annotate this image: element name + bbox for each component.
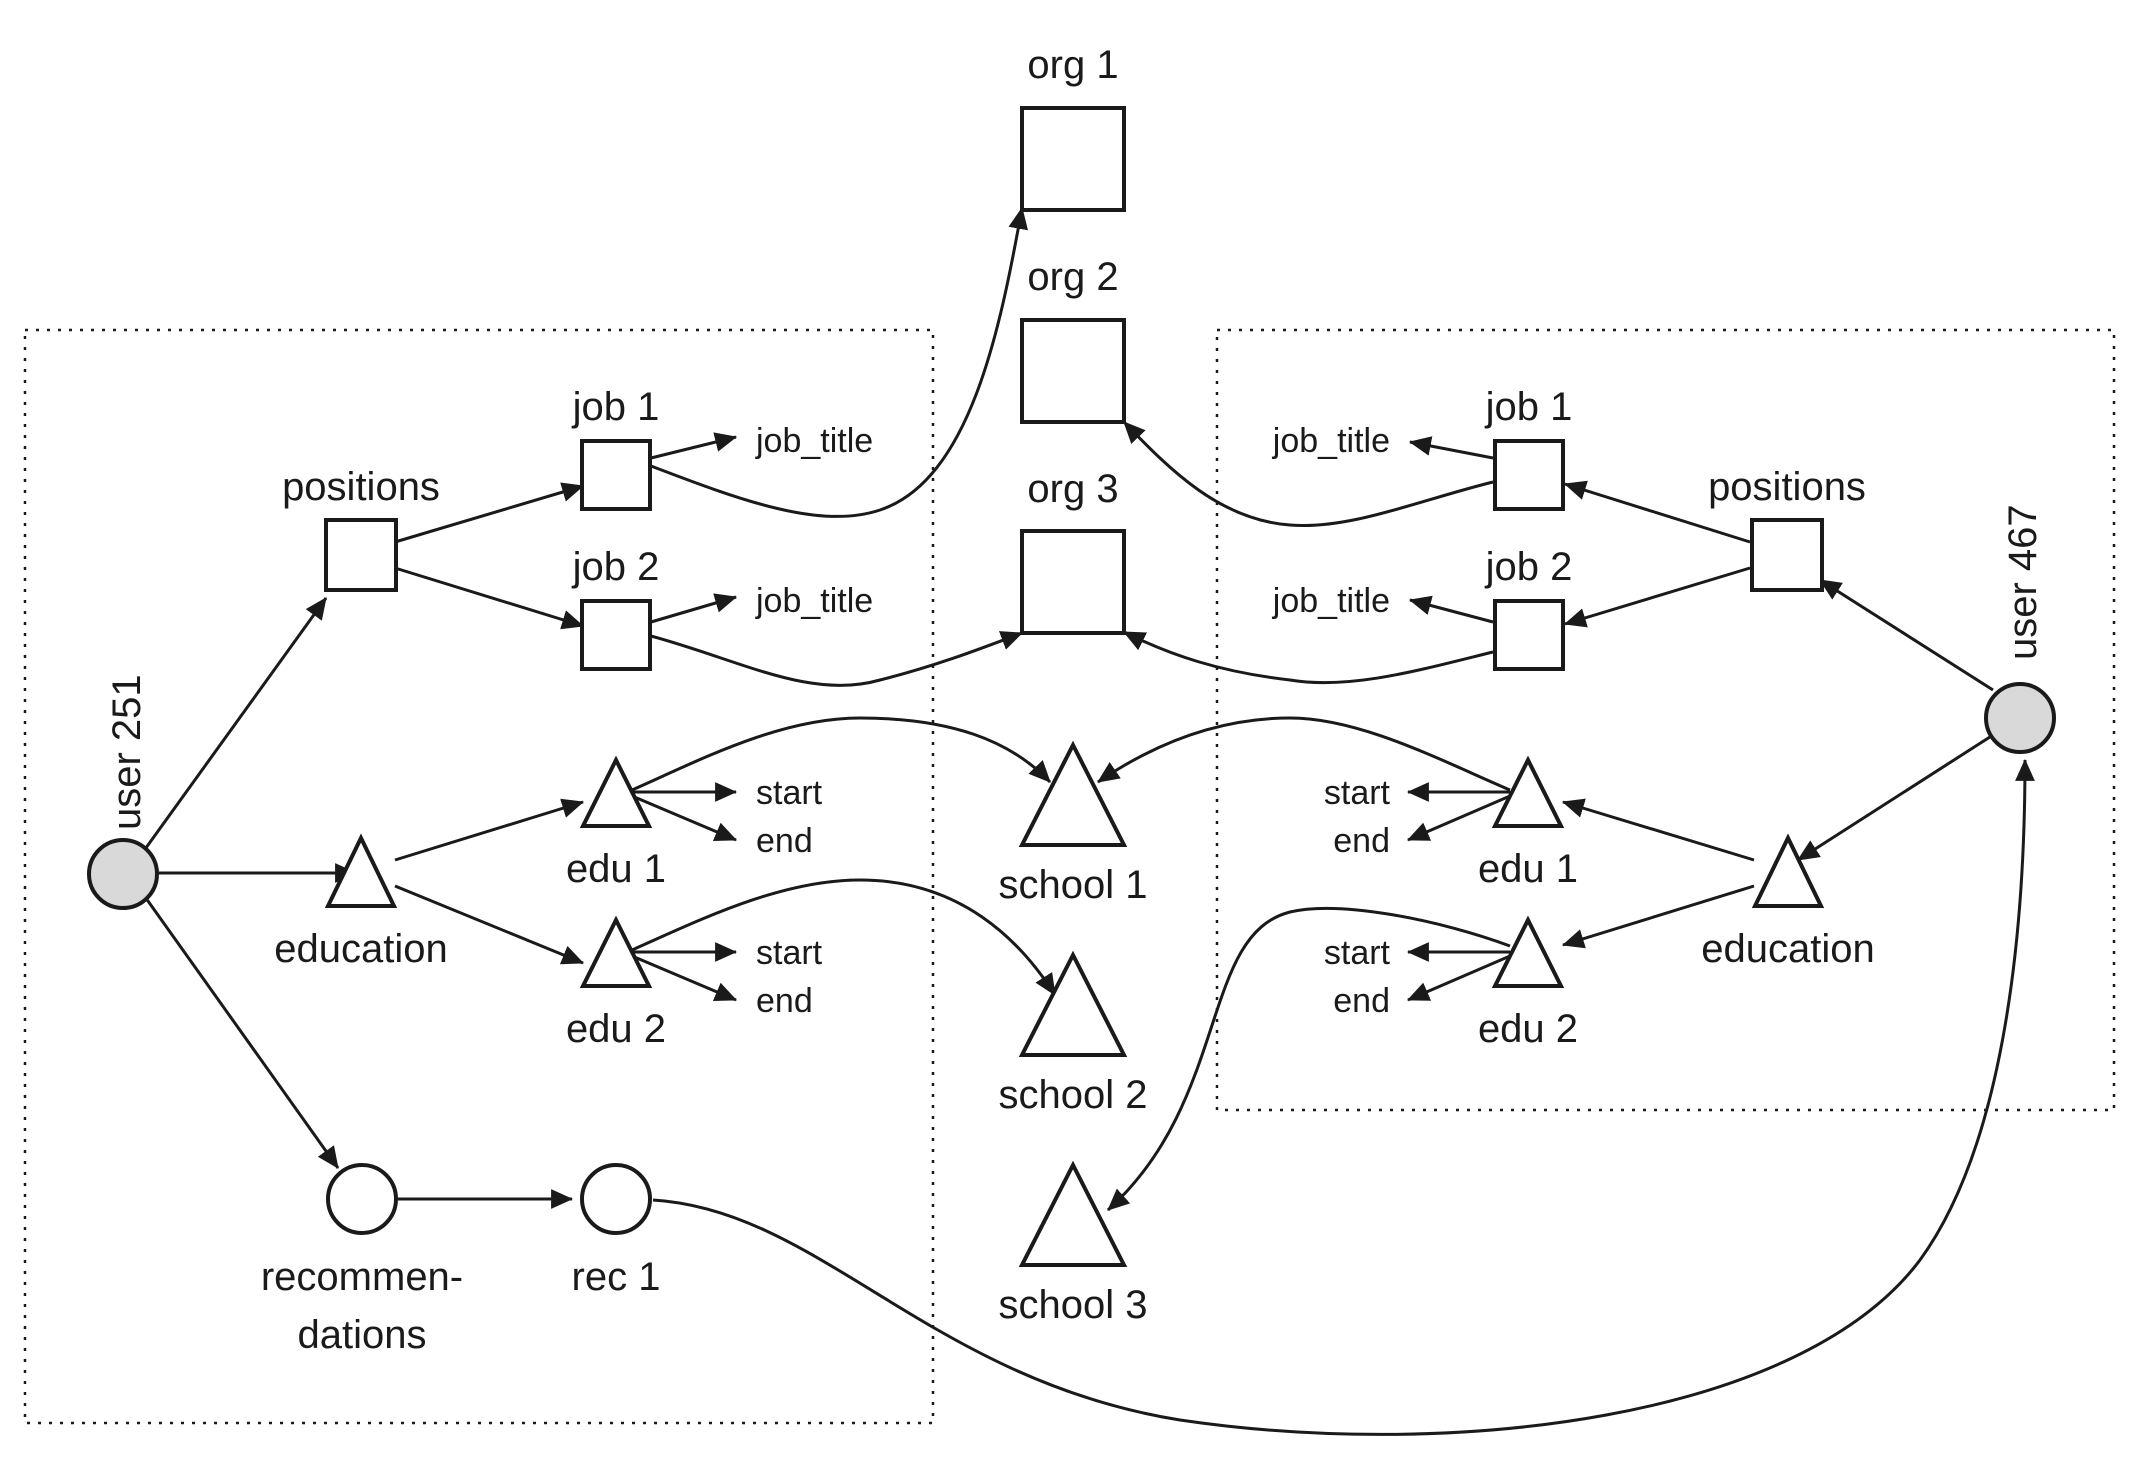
school-2-label: school 2 [999, 1073, 1148, 1117]
edge-edu2-end [631, 954, 738, 1002]
right-job-1-label: job 1 [1485, 385, 1573, 429]
right-edu-1-start-label: start [1324, 774, 1391, 812]
left-positions-node [324, 518, 398, 592]
left-job-1-label: job 1 [572, 385, 660, 429]
left-job-2-title-label: job_title [755, 582, 873, 620]
edge-user467-education [1797, 733, 1994, 862]
right-edu-1-end-label: end [1333, 822, 1390, 860]
edge-edu1-school1 [631, 716, 1052, 792]
school-1-node [1018, 740, 1128, 847]
right-edu-2-label: edu 2 [1478, 1007, 1578, 1051]
edge-positions-job1-right [1563, 480, 1751, 544]
user-467-label: user 467 [2001, 504, 2045, 660]
left-positions-label: positions [282, 465, 440, 509]
right-edu-2-end-label: end [1333, 982, 1390, 1020]
edge-user251-recommendations [141, 893, 340, 1169]
left-recommendations-label-line-2: dations [298, 1313, 427, 1357]
left-edu-2-start-label: start [756, 934, 823, 972]
org-1-node [1020, 106, 1126, 212]
edge-positions-job2-right [1563, 566, 1751, 628]
left-rec-1-node [580, 1163, 652, 1235]
org-3-node [1020, 529, 1126, 635]
edge-user251-positions [141, 597, 328, 853]
school-2-node [1018, 950, 1128, 1057]
edge-education-edu1-right [1561, 798, 1755, 862]
edge-job1-title [650, 432, 738, 460]
edge-job1-org2-right [1122, 420, 1494, 528]
left-edu-2-end-label: end [756, 982, 813, 1020]
org-1-label: org 1 [1027, 43, 1118, 87]
left-recommendations-node [326, 1163, 398, 1235]
org-3-label: org 3 [1027, 467, 1118, 511]
user-251-label: user 251 [105, 674, 149, 830]
right-job-2-node [1493, 599, 1565, 671]
left-education-node [324, 833, 398, 908]
left-edu-1-node [579, 755, 653, 828]
edge-rec1-user467 [652, 758, 2035, 1436]
edge-job1-org1 [650, 206, 1029, 518]
left-education-label: education [274, 927, 447, 971]
right-positions-node [1750, 518, 1824, 592]
left-edu-1-label: edu 1 [566, 847, 666, 891]
right-job-1-title-label: job_title [1272, 422, 1390, 460]
right-edu-1-label: edu 1 [1478, 847, 1578, 891]
right-edu-2-node [1491, 915, 1565, 988]
edge-edu2-end-right [1406, 954, 1511, 1002]
org-2-node [1020, 318, 1126, 424]
school-3-label: school 3 [999, 1283, 1148, 1327]
right-job-2-label: job 2 [1485, 545, 1573, 589]
left-job-2-node [580, 599, 652, 671]
edge-education-edu2 [394, 884, 585, 965]
right-education-node [1751, 833, 1825, 908]
edge-positions-job1 [394, 482, 585, 544]
right-edu-2-start-label: start [1324, 934, 1391, 972]
edge-job2-title-right [1408, 595, 1494, 624]
edges [141, 206, 2035, 1436]
edge-user467-positions [1819, 578, 1994, 692]
right-job-2-title-label: job_title [1272, 582, 1390, 620]
edge-education-edu2-right [1561, 884, 1755, 949]
edge-edu2-school3-right [1106, 906, 1511, 1212]
edge-edu1-end-right [1406, 794, 1511, 842]
edge-education-edu1 [394, 798, 585, 862]
edge-positions-job2 [394, 566, 585, 630]
left-rec-1-label: rec 1 [572, 1255, 661, 1299]
right-edu-1-node [1491, 755, 1565, 828]
right-education-label: education [1701, 927, 1874, 971]
edge-job1-title-right [1408, 436, 1494, 460]
right-positions-label: positions [1708, 465, 1866, 509]
left-job-1-node [580, 439, 652, 511]
school-1-label: school 1 [999, 863, 1148, 907]
user-251-node [87, 838, 159, 910]
left-edu-1-end-label: end [756, 822, 813, 860]
org-2-label: org 2 [1027, 255, 1118, 299]
left-job-1-title-label: job_title [755, 422, 873, 460]
user-467-boundary [1215, 328, 2116, 1112]
left-edu-1-start-label: start [756, 774, 823, 812]
edge-edu1-school1-right [1097, 716, 1511, 792]
left-edu-2-label: edu 2 [566, 1007, 666, 1051]
right-job-1-node [1493, 439, 1565, 511]
edge-job2-org3 [650, 631, 1024, 687]
edge-job2-title [650, 593, 738, 624]
edge-edu2-school2 [631, 878, 1057, 996]
left-edu-2-node [579, 915, 653, 988]
edge-edu1-end [631, 794, 738, 842]
edge-job2-org3-right [1123, 630, 1494, 685]
left-job-2-label: job 2 [572, 545, 660, 589]
user-251-boundary [23, 328, 935, 1425]
user-467-node [1984, 682, 2056, 754]
left-recommendations-label-line-1: recommen- [261, 1255, 463, 1299]
school-3-node [1018, 1160, 1128, 1267]
